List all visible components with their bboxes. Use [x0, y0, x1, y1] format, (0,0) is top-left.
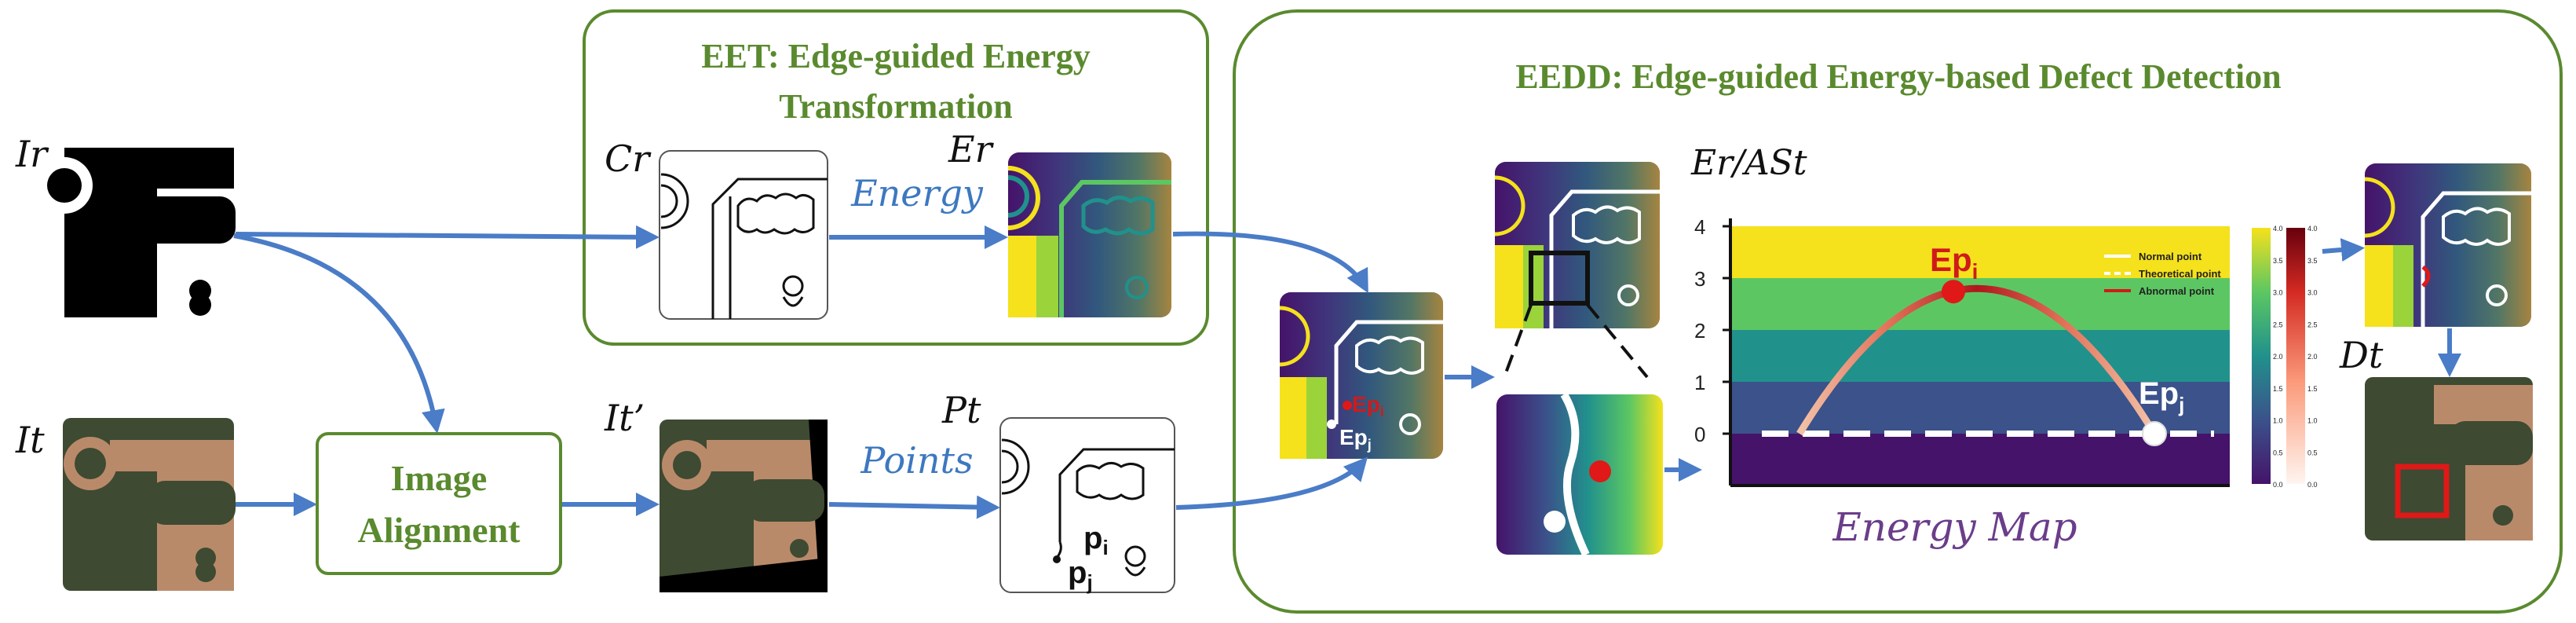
epj-point: [2142, 421, 2167, 446]
cb1ticks-label-7: 0.5: [2273, 449, 2283, 456]
cr-image: [659, 150, 828, 320]
dt-image: [2365, 377, 2533, 541]
combined-epj-label: Epj: [1339, 425, 1372, 453]
epi-point: [1942, 280, 1965, 304]
colorbar-reds-ticks: 4.0 3.5 3.0 2.5 2.0 1.5 1.0 0.5 0.0: [2307, 225, 2318, 489]
cb1ticks-label-1: 3.5: [2273, 257, 2283, 265]
eet-frame: [583, 9, 1209, 346]
image-alignment-box: [316, 432, 562, 575]
pj-label: pj: [1068, 555, 1093, 594]
colorbar-reds: [2286, 228, 2305, 484]
zoom-line-right: [1586, 303, 1649, 379]
energy-band-2: [1730, 330, 2230, 382]
er-label: Er: [948, 128, 995, 170]
legend-label-2: Abnormal point: [2139, 285, 2215, 297]
it-image: [63, 418, 236, 591]
colorbar-viridis-ticks: 4.0 3.5 3.0 2.5 2.0 1.5 1.0 0.5 0.0: [2273, 225, 2283, 489]
pt-label: Pt: [941, 389, 981, 431]
pt-image: [999, 417, 1175, 593]
cb1ticks-label-0: 4.0: [2273, 225, 2283, 233]
eet-title-line2: Transformation: [779, 87, 1012, 126]
cb1ticks-label-2: 3.0: [2273, 289, 2283, 297]
y-tick-label-4: 0: [1694, 423, 1705, 446]
cb1ticks-label-5: 1.5: [2273, 385, 2283, 393]
cb2ticks-label-0: 4.0: [2307, 225, 2318, 233]
cb1ticks-label-8: 0.0: [2273, 481, 2283, 489]
it-prime-image: [660, 420, 828, 592]
alignment-line1: Image: [391, 458, 488, 498]
alignment-line2: Alignment: [358, 510, 521, 550]
y-tick-label-2: 2: [1694, 319, 1705, 343]
ir-image: [36, 148, 236, 317]
energy-band-0: [1730, 226, 2230, 278]
cb2ticks-label-8: 0.0: [2307, 481, 2318, 489]
cb2ticks-label-1: 3.5: [2307, 257, 2318, 265]
cb2ticks-label-5: 1.5: [2307, 385, 2318, 393]
zoom-detail-image: [1496, 392, 1663, 557]
zoom-line-left: [1503, 304, 1533, 378]
combined-image: [1279, 292, 1443, 459]
abnormal-arc: [1796, 284, 2158, 436]
eet-title-line1: EET: Edge-guided Energy: [701, 37, 1090, 75]
cb2ticks-label-3: 2.5: [2307, 321, 2318, 328]
it-prime-label: It’: [604, 397, 645, 439]
cb2ticks-label-6: 1.0: [2307, 417, 2318, 425]
zoom-source-image: [1494, 162, 1660, 328]
cb2ticks-label-4: 2.0: [2307, 353, 2318, 361]
axis-title: Er/ASt: [1690, 143, 1807, 183]
cb1ticks-label-4: 2.0: [2273, 353, 2283, 361]
combined-epi-label: Epi: [1352, 392, 1384, 420]
it-label: It: [15, 419, 45, 461]
energy-map-label: Energy Map: [1832, 504, 2077, 550]
y-tick-label-0: 4: [1694, 215, 1705, 239]
y-tick-label-1: 3: [1694, 267, 1705, 291]
epi-label: Epi: [1930, 241, 1978, 284]
legend-label-1: Theoretical point: [2139, 268, 2221, 280]
points-label: Points: [860, 439, 973, 482]
cb2ticks-label-7: 0.5: [2307, 449, 2318, 456]
y-tick-label-3: 1: [1694, 371, 1705, 394]
flow-arrows: [233, 225, 2461, 519]
dt-label: Dt: [2339, 334, 2384, 376]
energy-label: Energy: [850, 172, 984, 214]
cr-label: Cr: [605, 137, 652, 180]
result-energy-image: [2364, 163, 2531, 327]
eedd-frame: [1233, 9, 2563, 614]
cb2ticks-label-2: 3.0: [2307, 289, 2318, 297]
legend-label-0: Normal point: [2139, 251, 2202, 262]
er-image: [1007, 152, 1171, 317]
epj-label: Epj: [2139, 376, 2184, 416]
eedd-title: EEDD: Edge-guided Energy-based Defect De…: [1515, 57, 2281, 96]
cb1ticks-label-6: 1.0: [2273, 417, 2283, 425]
cb1ticks-label-3: 2.5: [2273, 321, 2283, 328]
colorbar-viridis: [2252, 228, 2271, 484]
pi-label: pi: [1083, 521, 1109, 559]
